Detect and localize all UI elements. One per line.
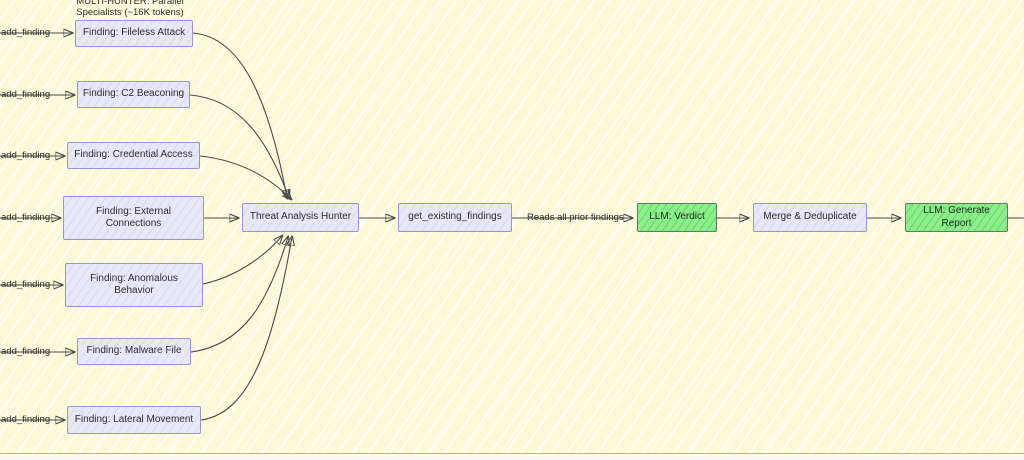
edge-label-add-finding: add_finding bbox=[1, 279, 51, 290]
edge-label-add-finding: add_finding bbox=[1, 346, 51, 357]
node-threat-analysis-hunter: Threat Analysis Hunter bbox=[242, 203, 359, 232]
edge-credential-hunter bbox=[199, 155, 291, 199]
edge-malware-hunter bbox=[190, 237, 288, 353]
edge-label-add-finding: add_finding bbox=[1, 27, 51, 38]
node-finding-malware-file: Finding: Malware File bbox=[77, 338, 191, 365]
node-finding-credential-access: Finding: Credential Access bbox=[67, 142, 200, 169]
node-finding-anomalous-behavior: Finding: Anomalous Behavior bbox=[65, 263, 203, 307]
node-llm-generate-report: LLM: Generate Report bbox=[905, 203, 1008, 232]
node-finding-external-connections: Finding: External Connections bbox=[63, 196, 204, 240]
node-finding-c2-beaconing: Finding: C2 Beaconing bbox=[77, 81, 190, 108]
node-merge-deduplicate: Merge & Deduplicate bbox=[753, 203, 867, 232]
edge-label-add-finding: add_finding bbox=[1, 89, 51, 100]
cluster-label-line1: MULTI-HUNTER: Parallel bbox=[76, 0, 184, 7]
node-llm-verdict: LLM: Verdict bbox=[637, 203, 717, 232]
edge-label-add-finding: add_finding bbox=[1, 414, 51, 425]
edge-label-add-finding: add_finding bbox=[1, 150, 51, 161]
node-finding-lateral-movement: Finding: Lateral Movement bbox=[67, 406, 201, 434]
node-finding-fileless-attack: Finding: Fileless Attack bbox=[75, 20, 193, 47]
edge-anomalous-hunter bbox=[202, 236, 282, 285]
edge-label-reads-all-prior-findings: Reads all prior findings bbox=[527, 212, 624, 223]
node-get-existing-findings: get_existing_findings bbox=[398, 203, 512, 232]
cluster-label-line2: Specialists (~16K tokens) bbox=[76, 7, 184, 18]
edge-label-add-finding: add_finding bbox=[1, 212, 51, 223]
edge-lateral-hunter bbox=[200, 237, 292, 421]
cluster-label: MULTI-HUNTER: Parallel Specialists (~16K… bbox=[40, 0, 220, 18]
edge-fileless-hunter bbox=[192, 32, 287, 198]
edge-c2-hunter bbox=[189, 94, 289, 198]
